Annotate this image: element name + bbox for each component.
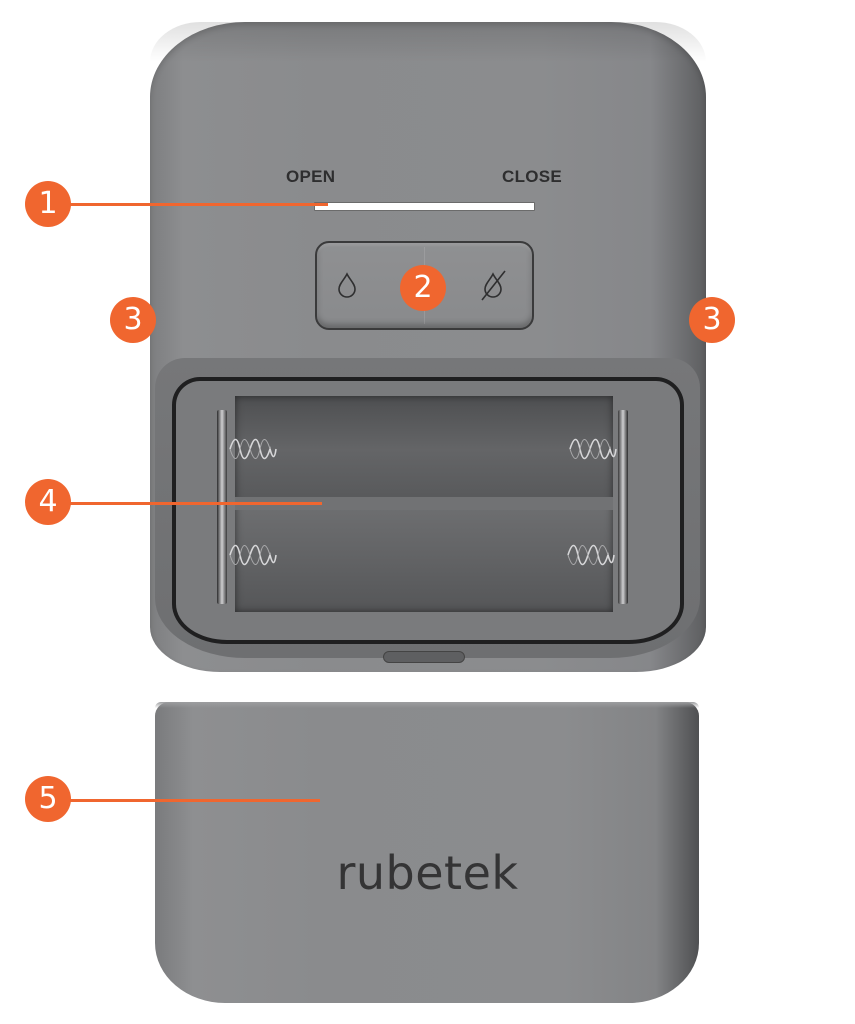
callout-line-1: [70, 203, 328, 206]
indicator-strip: [314, 202, 535, 211]
spring-icon: [229, 438, 277, 460]
callout-badge-4: 4: [25, 479, 71, 525]
close-label: CLOSE: [502, 167, 563, 186]
callout-line-4: [70, 502, 322, 505]
callout-badge-5: 5: [25, 776, 71, 822]
spring-icon: [567, 544, 615, 566]
battery-terminal-left: [217, 410, 227, 604]
battery-cover[interactable]: [155, 702, 699, 1003]
open-label: OPEN: [286, 167, 336, 186]
battery-divider: [235, 497, 613, 510]
cover-latch-slot[interactable]: [383, 651, 465, 663]
button-panel[interactable]: [315, 241, 534, 330]
callout-badge-1: 1: [25, 181, 71, 227]
callout-badge-3-right: 3: [689, 297, 735, 343]
device-top-shade: [150, 22, 706, 62]
callout-line-5: [70, 799, 320, 802]
spring-icon: [569, 438, 617, 460]
water-drop-crossed-icon[interactable]: [478, 268, 508, 302]
battery-terminal-right: [618, 410, 628, 604]
cover-top-edge: [155, 702, 699, 708]
callout-badge-2: 2: [400, 265, 446, 311]
water-drop-icon[interactable]: [336, 272, 358, 298]
spring-icon: [229, 544, 277, 566]
callout-badge-3-left: 3: [110, 297, 156, 343]
brand-logo: rubetek: [336, 846, 519, 900]
